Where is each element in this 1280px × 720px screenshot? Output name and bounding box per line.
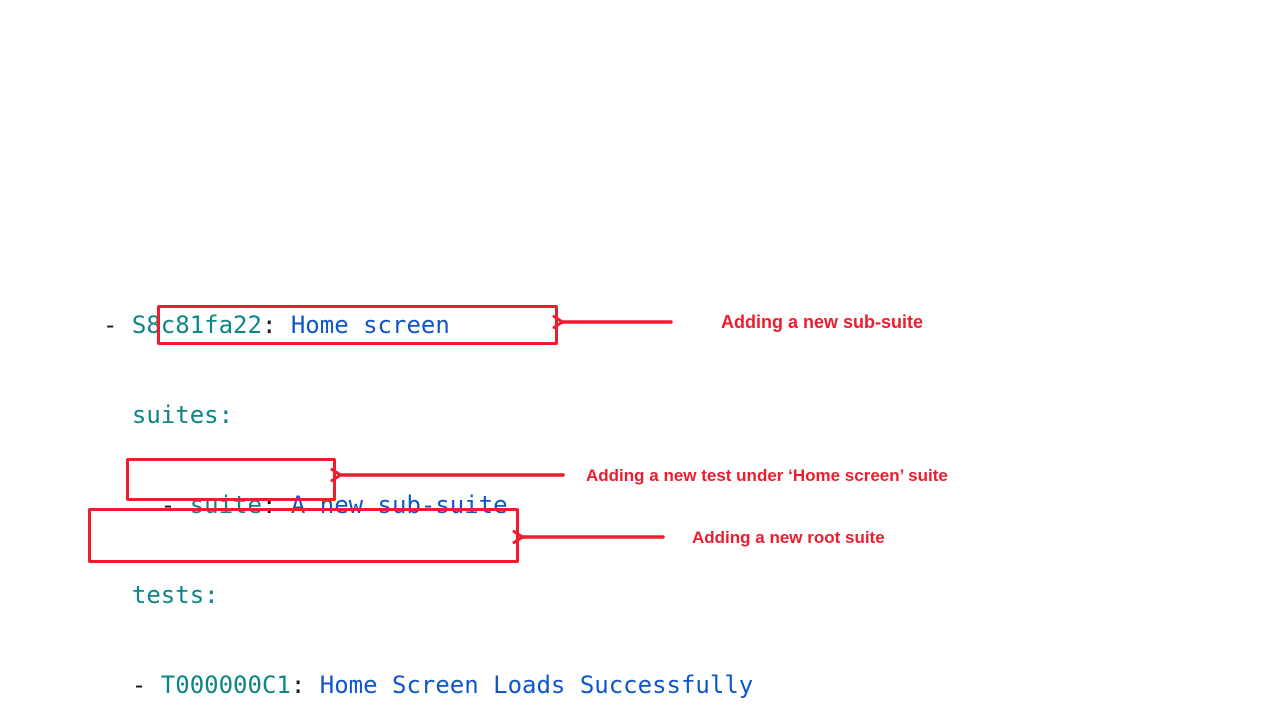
annotation-label-new-test: Adding a new test under ‘Home screen’ su… <box>586 466 948 485</box>
dash-token: - <box>103 671 161 699</box>
code-line-test-c1: - T000000C1: Home Screen Loads Successfu… <box>103 670 753 700</box>
annotation-label-root-suite: Adding a new root suite <box>692 528 885 547</box>
highlight-box-new-test <box>126 458 336 501</box>
colon-token: : <box>290 671 306 699</box>
annotation-label-sub-suite: Adding a new sub-suite <box>721 312 924 332</box>
sub-suite-name-token: A new sub-suite <box>276 491 508 519</box>
highlight-box-root-suite <box>88 508 519 563</box>
colon-token: : <box>261 311 277 339</box>
suites-key-token: suites: <box>103 401 234 429</box>
suite-key-token: suite <box>189 491 262 519</box>
test-name-token: Home Screen Loads Successfully <box>305 671 754 699</box>
code-line-root-suite-id: - S8c81fa22: Home screen <box>103 310 753 340</box>
tests-key-token: tests: <box>103 581 219 609</box>
code-line-tests-key: tests: <box>103 580 753 610</box>
suite-name-token: Home screen <box>276 311 450 339</box>
dash-token: - <box>103 311 132 339</box>
code-line-new-sub-suite: - suite: A new sub-suite <box>103 490 753 520</box>
code-line-suites-key: suites: <box>103 400 753 430</box>
suite-id-token: S8c81fa22 <box>131 311 262 339</box>
yaml-code-block: - S8c81fa22: Home screen suites: - suite… <box>103 250 753 720</box>
test-id-token: T000000C1 <box>160 671 291 699</box>
highlight-box-sub-suite <box>157 305 558 345</box>
